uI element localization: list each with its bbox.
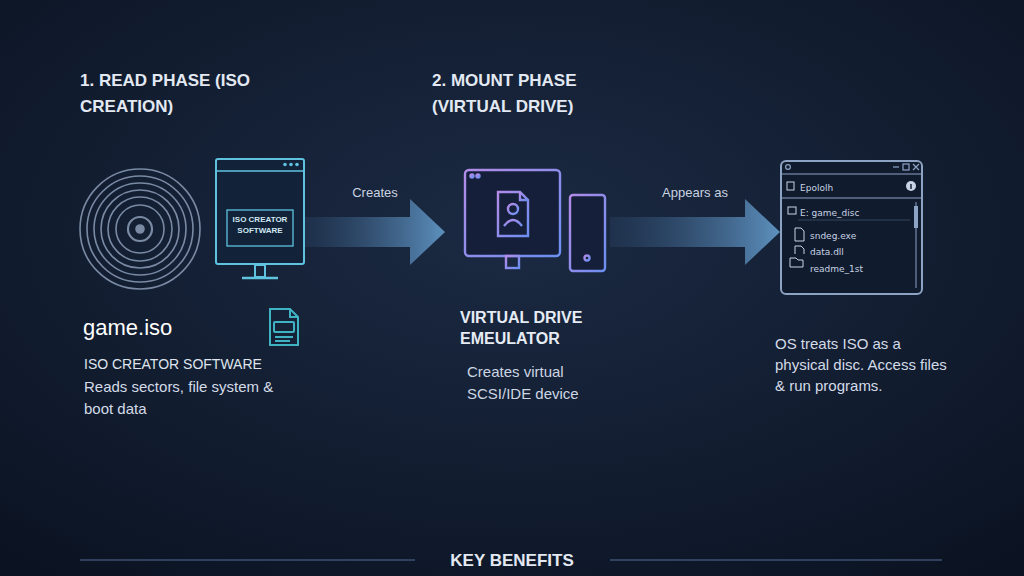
iso-file-icon	[270, 309, 298, 345]
virtual-drive-group: VIRTUAL DRIVE EMEULATORCreates virtual S…	[445, 165, 610, 405]
node-heading: VIRTUAL DRIVE EMEULATOR	[460, 307, 620, 349]
block-arrow	[610, 199, 780, 265]
edge-label: Creates	[352, 185, 398, 201]
node-body: Creates virtual SCSI/IDE device	[467, 361, 607, 405]
divider-line	[80, 559, 415, 561]
software-screen: ISO CREATOR SOFTWARE	[215, 158, 305, 265]
creator-monitor	[215, 158, 305, 278]
drive-name: E: game_disc	[800, 207, 859, 219]
phase-heading: 1. READ PHASE (ISO CREATION)	[80, 68, 255, 120]
file-name: game.iso	[83, 314, 172, 342]
explorer-window: Epololh E: game_disc sndeg.exe data.dll read…	[780, 160, 923, 295]
disc-illustration	[80, 169, 200, 289]
explorer-window-art	[780, 160, 923, 295]
divider-line	[610, 559, 942, 561]
file-name: data.dll	[810, 246, 844, 258]
phase-heading: 2. MOUNT PHASE (VIRTUAL DRIVE)	[432, 68, 617, 120]
screen-text: ISO CREATOR SOFTWARE	[229, 214, 291, 236]
block-arrow	[305, 199, 445, 265]
window-title: Epololh	[800, 182, 833, 194]
caption-text: OS treats ISO as a physical disc. Access…	[775, 333, 950, 396]
file-name: sndeg.exe	[810, 230, 856, 242]
caption-text: Reads sectors, file system & boot data	[84, 376, 299, 420]
section-heading: KEY BENEFITS	[412, 550, 612, 572]
virtual-drive-illustration	[465, 170, 605, 271]
edge-label: Appears as	[662, 185, 728, 201]
caption-heading: ISO CREATOR SOFTWARE	[84, 354, 262, 374]
folder-name: readme_1st	[810, 263, 863, 275]
